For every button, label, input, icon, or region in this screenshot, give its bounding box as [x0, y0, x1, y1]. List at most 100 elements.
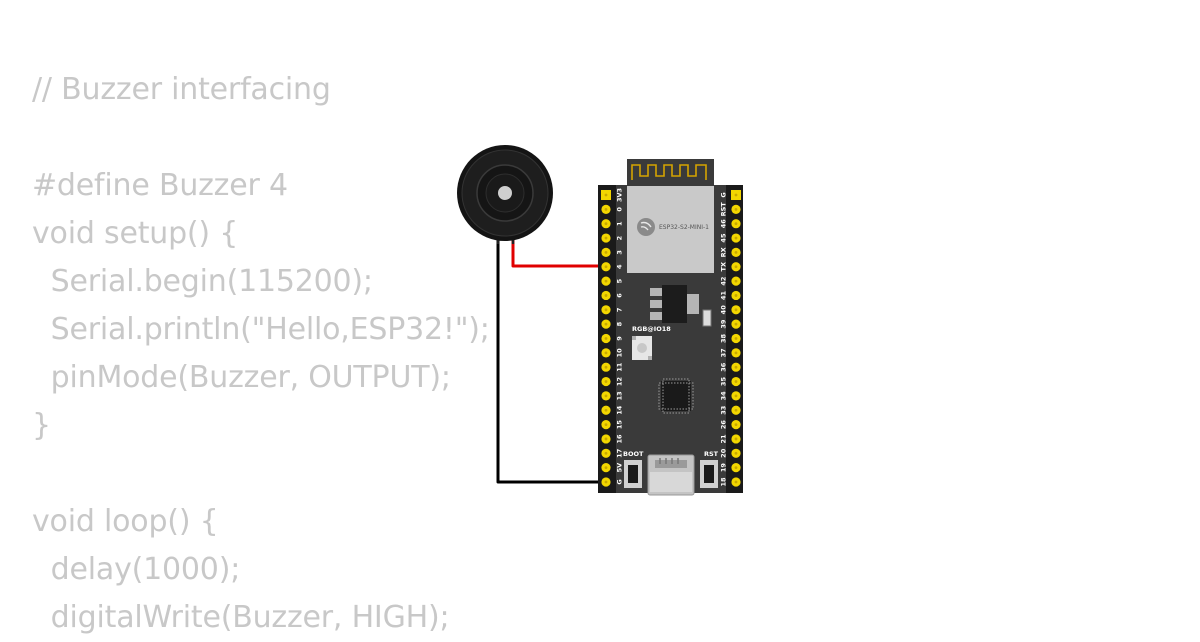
right-pin-label: 38	[719, 334, 727, 344]
right-pin-label: 46	[719, 219, 727, 229]
left-pin-label: 12	[615, 377, 623, 386]
right-pin-label: 37	[719, 348, 727, 357]
pin-hole	[604, 337, 608, 340]
code-line: delay(1000);	[32, 552, 241, 587]
pin-hole	[734, 351, 738, 355]
pin-hole	[734, 308, 738, 312]
right-pin-label: 35	[719, 377, 727, 387]
pin-hole	[604, 408, 608, 412]
buzzer-icon[interactable]	[457, 145, 553, 244]
rgb-led	[632, 336, 652, 360]
left-pin-label: 17	[615, 449, 623, 458]
left-pin-label: 2	[615, 236, 623, 241]
pin-hole	[604, 294, 608, 297]
pin-hole	[734, 365, 738, 369]
ground-wire[interactable]	[496, 240, 607, 484]
right-pin-label: 18	[719, 477, 727, 487]
espressif-logo-icon	[637, 218, 655, 236]
pin-hole	[734, 279, 738, 283]
right-pin-label: 20	[719, 448, 727, 458]
voltage-regulator	[650, 285, 712, 327]
right-pin-label: G	[719, 192, 727, 197]
right-pin-label: 34	[719, 391, 727, 401]
right-pin-label: 39	[719, 319, 727, 329]
left-pin-label: 16	[615, 434, 623, 444]
pin-hole	[604, 251, 608, 254]
left-pin-label: 7	[615, 308, 623, 313]
pin-hole	[604, 451, 608, 455]
pin-hole	[734, 480, 738, 484]
code-line: }	[32, 408, 51, 443]
right-pin-label: 45	[719, 233, 727, 243]
pin-hole	[604, 394, 608, 398]
code-line: Serial.begin(115200);	[32, 264, 373, 299]
usb-bridge-chip	[658, 378, 694, 414]
pin-hole	[604, 380, 608, 383]
code-line: void setup() {	[32, 216, 239, 251]
pin-hole	[734, 251, 738, 254]
right-pin-label: 26	[719, 420, 727, 430]
rst-label: RST	[704, 450, 719, 458]
pin-hole	[734, 423, 738, 426]
code-listing: // Buzzer interfacing #define Buzzer 4 voi…	[32, 66, 490, 642]
pin-hole	[604, 437, 608, 441]
pin-hole	[604, 265, 608, 269]
pin-hole	[604, 236, 608, 240]
left-pin-label: 13	[615, 391, 623, 400]
pin-hole	[604, 279, 608, 283]
right-pin-label: 41	[719, 290, 727, 300]
pin-hole	[734, 466, 738, 470]
pin-hole	[734, 207, 738, 211]
signal-wire[interactable]	[511, 240, 607, 268]
left-pin-label: 11	[615, 362, 623, 372]
pin-hole	[604, 365, 608, 369]
left-pin-label: 5V	[615, 463, 623, 473]
pin-hole	[734, 265, 738, 269]
left-pin-label: 9	[615, 336, 623, 341]
code-line: pinMode(Buzzer, OUTPUT);	[32, 360, 451, 395]
left-pin-label: G	[615, 479, 623, 484]
pin-hole	[734, 380, 738, 383]
left-pin-label: 8	[615, 321, 623, 326]
right-pin-label: TX	[719, 262, 727, 271]
left-pin-label: 15	[615, 420, 623, 430]
code-line: void loop() {	[32, 504, 219, 539]
left-pin-label: 3	[615, 250, 623, 255]
pin-hole	[734, 394, 738, 398]
usb-connector-icon	[647, 454, 695, 496]
pin-hole	[604, 222, 608, 226]
pin-hole	[734, 222, 738, 226]
rst-button[interactable]	[700, 460, 718, 488]
pin-hole	[734, 437, 738, 441]
pin-hole	[604, 423, 608, 426]
led-label: RGB@IO18	[632, 325, 671, 333]
pin-hole	[604, 466, 608, 470]
left-pin-label: 5	[615, 278, 623, 283]
pin-hole	[604, 207, 608, 211]
left-pin-label: 6	[615, 293, 623, 298]
right-pin-label: RST	[719, 202, 727, 217]
pin-hole	[734, 294, 738, 297]
pin-hole	[734, 193, 738, 197]
pin-hole	[734, 451, 738, 455]
right-pin-label: 36	[719, 362, 727, 372]
right-pin-label: 42	[719, 277, 727, 286]
pin-hole	[734, 408, 738, 412]
pin-hole	[734, 337, 738, 340]
code-line: #define Buzzer 4	[32, 168, 288, 203]
module-label: ESP32-S2-MINI-1	[659, 224, 709, 231]
left-pin-label: 0	[615, 207, 623, 212]
left-pin-label: 14	[615, 405, 623, 415]
pin-hole	[604, 322, 608, 326]
left-pin-label: 4	[615, 264, 623, 269]
right-pin-label: 21	[719, 434, 727, 444]
right-pin-label: 19	[719, 463, 727, 473]
boot-label: BOOT	[623, 450, 644, 458]
boot-button[interactable]	[624, 460, 642, 488]
pin-hole	[604, 308, 608, 312]
pin-hole	[604, 480, 608, 484]
code-line: // Buzzer interfacing	[32, 72, 331, 107]
pin-hole	[604, 351, 608, 355]
